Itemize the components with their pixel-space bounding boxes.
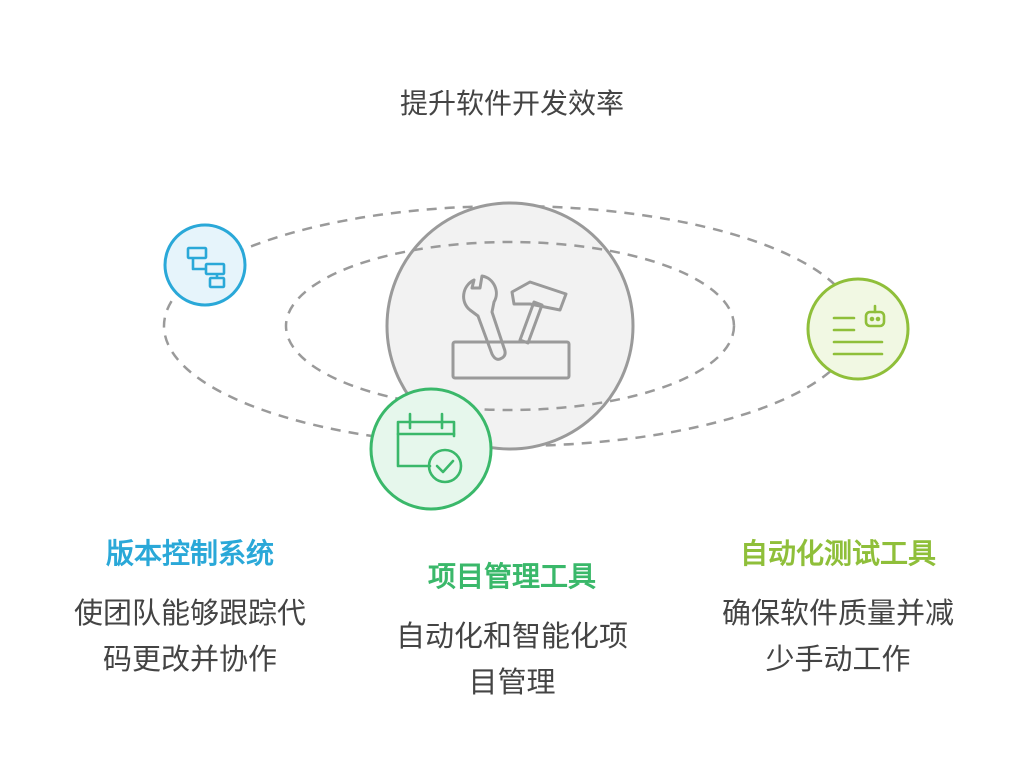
desc-line: 目管理 (468, 665, 556, 699)
automated-testing-title: 自动化测试工具 (739, 537, 936, 570)
desc-line: 使团队能够跟踪代 (73, 596, 306, 630)
desc-line: 确保软件质量并减 (721, 596, 954, 630)
project-management-node (369, 387, 493, 511)
desc-line: 码更改并协作 (102, 642, 277, 676)
version-control-title: 版本控制系统 (105, 537, 274, 570)
diagram-title: 提升软件开发效率 (399, 87, 624, 120)
toolbox-icon (451, 274, 571, 380)
git-branch-icon (186, 246, 226, 289)
desc-line: 少手动工作 (765, 642, 911, 676)
robot-list-icon (832, 304, 886, 356)
project-management-title: 项目管理工具 (427, 560, 596, 593)
calendar-check-icon (396, 412, 463, 484)
center-hub (385, 201, 635, 451)
desc-line: 自动化和智能化项 (395, 619, 628, 653)
automated-testing-desc: 确保软件质量并减 少手动工作 (668, 590, 1008, 682)
version-control-node (163, 223, 247, 307)
version-control-desc: 使团队能够跟踪代 码更改并协作 (20, 590, 360, 682)
inner-orbit (284, 240, 736, 412)
automated-testing-node (806, 277, 910, 381)
project-management-desc: 自动化和智能化项 目管理 (342, 613, 682, 705)
